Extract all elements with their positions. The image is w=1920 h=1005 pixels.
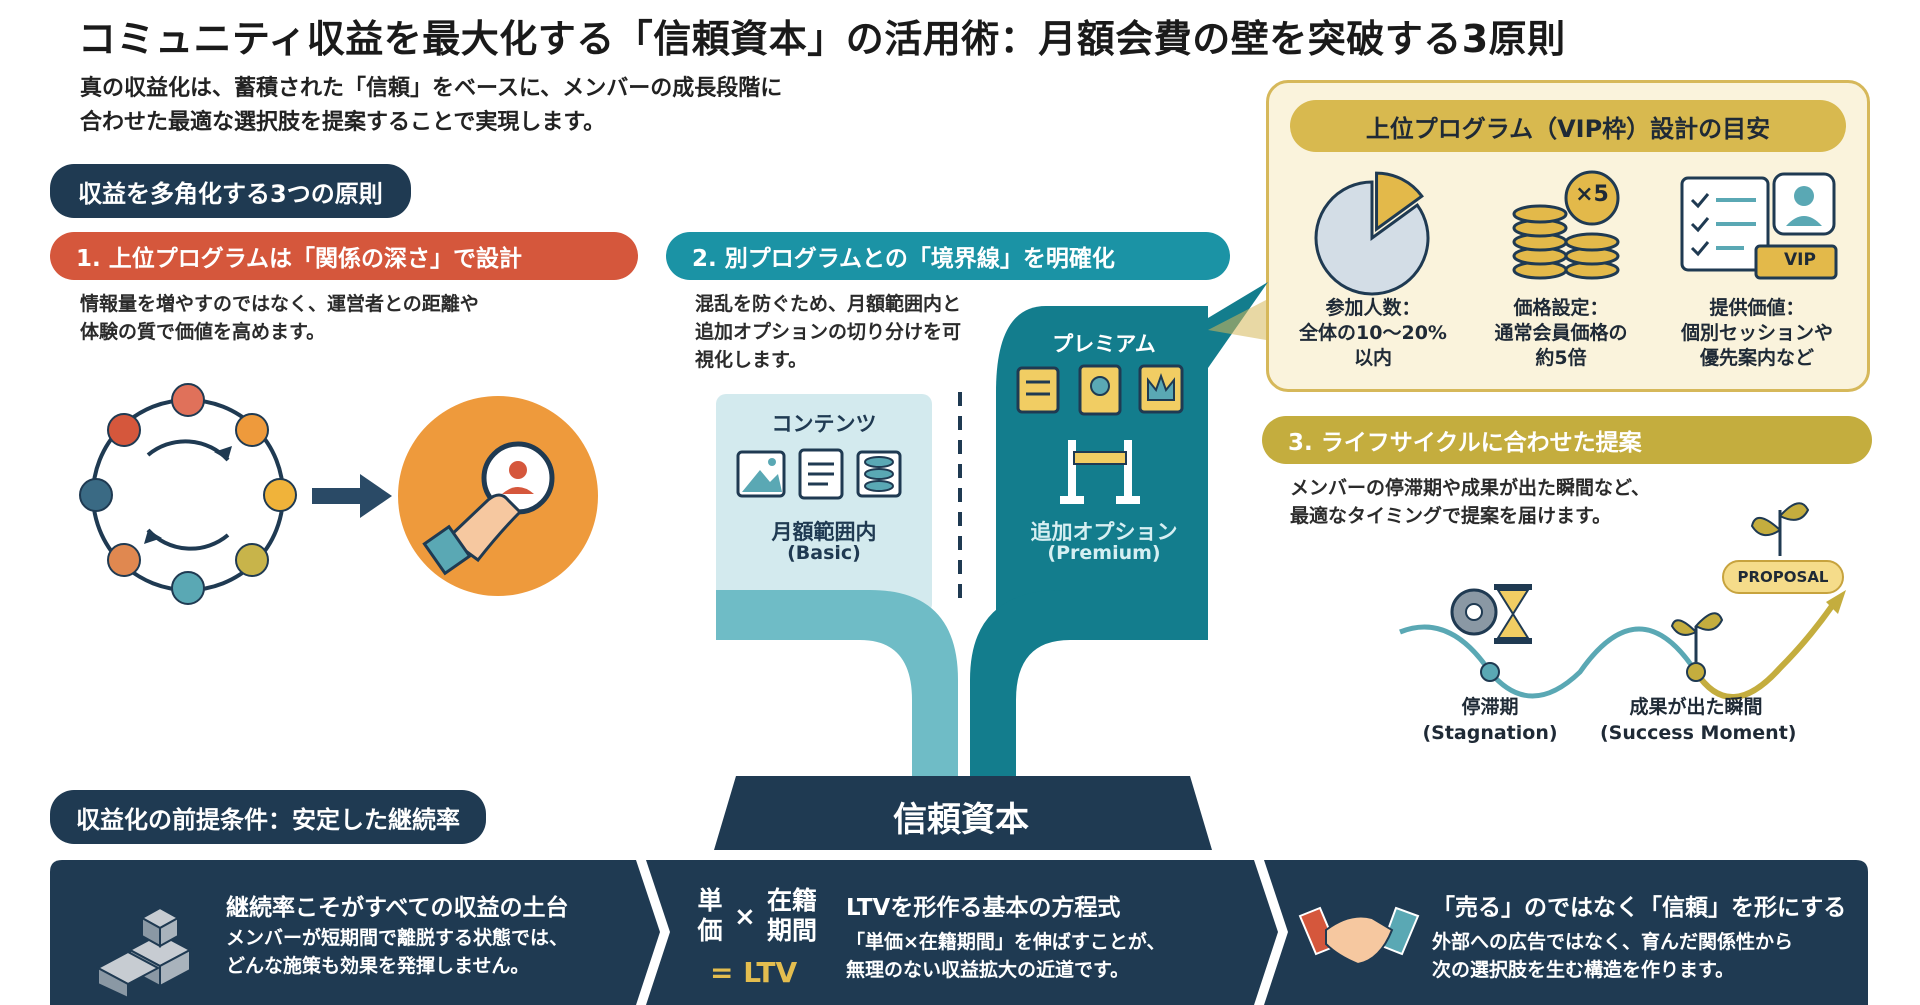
vip-line: 通常会員価格の [1494, 322, 1628, 344]
arrow-right-icon [312, 474, 392, 518]
vip-item-participants: 参加人数： 全体の10〜20% 以内 [1278, 296, 1468, 371]
intro-line: 真の収益化は、蓄積された「信頼」をベースに、メンバーの成長段階に [80, 76, 783, 101]
vip-line: 提供価値： [1709, 297, 1805, 319]
vip-badge: VIP [1784, 250, 1816, 270]
proposal-tag: PROPOSAL [1722, 560, 1844, 594]
trust-capital-base [714, 776, 1212, 850]
vip-item-price: 価格設定： 通常会員価格の 約5倍 [1468, 296, 1654, 371]
principle-1-desc: 情報量を増やすのではなく、運営者との距離や 体験の質で価値を高めます。 [80, 290, 479, 346]
eq-char: 価 [697, 916, 723, 945]
premium-document-icon [1016, 366, 1060, 414]
desc-line: 最適なタイミングで提案を届けます。 [1290, 505, 1612, 527]
band-line: 外部への広告ではなく、育んだ関係性から [1432, 931, 1794, 953]
member-ring-icon [79, 383, 297, 605]
vip-line: 全体の10〜20% [1299, 322, 1447, 344]
retention-body: メンバーが短期間で離脱する状態では、 どんな施策も効果を発揮しません。 [226, 924, 568, 980]
desc-line: 情報量を増やすのではなく、運営者との距離や [80, 293, 479, 315]
page-title: コミュニティ収益を最大化する「信頼資本」の活用術：月額会費の壁を突破する3原則 [78, 17, 1566, 61]
ltv-body: 「単価×在籍期間」を伸ばすことが、 無理のない収益拡大の近道です。 [846, 928, 1166, 984]
hourglass-icon [1494, 584, 1532, 644]
desc-line: 視化します。 [695, 349, 808, 371]
barrier-icon [1060, 440, 1140, 504]
basic-label: 月額範囲内 [771, 520, 877, 544]
eq-char: 在籍 [766, 886, 817, 915]
unit-price-label: 単 価 [692, 886, 728, 946]
sprout-icon [1670, 612, 1724, 662]
vip-line: 以内 [1353, 347, 1392, 369]
desc-line: 体験の質で価値を高めます。 [80, 321, 326, 343]
desc-line: 混乱を防ぐため、月額範囲内と [695, 293, 962, 315]
pie-slice-rest [1314, 180, 1430, 296]
desc-line: メンバーの停滞期や成果が出た瞬間など、 [1290, 477, 1651, 499]
premium-title: プレミアム [1052, 332, 1156, 356]
lifecycle-wave [1399, 590, 1846, 700]
bottom-band [50, 860, 1868, 1005]
vip-title: 上位プログラム（VIP枠）設計の目安 [1290, 100, 1846, 152]
ltv-title: LTVを形作る基本の方程式 [846, 895, 1121, 921]
principle-2-desc: 混乱を防ぐため、月額範囲内と 追加オプションの切り分けを可 視化します。 [695, 290, 961, 374]
band-line: 次の選択肢を生む構造を作ります。 [1432, 959, 1735, 981]
band-line: 「単価×在籍期間」を伸ばすことが、 [846, 931, 1166, 953]
times-symbol: × [734, 902, 756, 932]
life-line: (Success Moment) [1600, 722, 1797, 744]
premium-sub: (Premium) [1047, 542, 1161, 564]
ltv-result: = LTV [710, 956, 798, 989]
intro-line: 合わせた最適な選択肢を提案することで実現します。 [80, 110, 606, 135]
image-icon [736, 450, 786, 498]
crown-icon [1138, 364, 1184, 414]
principle-3-label: 3. ライフサイクルに合わせた提案 [1262, 416, 1872, 464]
desc-line: 追加オプションの切り分けを可 [695, 321, 962, 343]
multiplier-label: ×5 [1575, 182, 1609, 207]
coin-stack-icon [1512, 170, 1620, 280]
checklist-icon [1680, 176, 1770, 272]
vip-item-value: 提供価値： 個別セッションや 優先案内など [1662, 296, 1852, 371]
user-avatar-icon [1772, 172, 1836, 236]
principle-3-desc: メンバーの停滞期や成果が出た瞬間など、 最適なタイミングで提案を届けます。 [1290, 474, 1650, 530]
stagnation-label: 停滞期 (Stagnation) [1410, 694, 1570, 746]
retention-title: 継続率こそがすべての収益の土台 [226, 895, 569, 921]
trust-title: 「売る」のではなく「信頼」を形にする [1432, 895, 1847, 921]
gear-icon [1450, 588, 1498, 636]
success-label: 成果が出た瞬間 (Success Moment) [1600, 694, 1797, 746]
database-icon [856, 450, 902, 498]
tenure-label: 在籍 期間 [762, 886, 822, 946]
eq-char: 期間 [766, 916, 817, 945]
life-line: (Stagnation) [1422, 722, 1558, 744]
document-icon [798, 448, 844, 500]
pie-slice-vip [1375, 171, 1424, 233]
vip-line: 優先案内など [1699, 347, 1814, 369]
stacked-blocks-icon [95, 906, 193, 1000]
principle-2-label: 2. 別プログラムとの「境界線」を明確化 [666, 232, 1230, 280]
vip-line: 個別セッションや [1680, 322, 1833, 344]
vip-ticket-icon [1754, 244, 1838, 280]
basic-sub: (Basic) [787, 542, 861, 564]
principle-1-label: 1. 上位プログラムは「関係の深さ」で設計 [50, 232, 638, 280]
basic-panel [716, 394, 932, 614]
band-line: どんな施策も効果を発揮しません。 [226, 955, 530, 977]
handshake-icon [1298, 906, 1420, 966]
vip-line: 価格設定： [1513, 297, 1609, 319]
basic-title: コンテンツ [771, 412, 877, 436]
eq-char: 単 [697, 886, 723, 915]
section-label: 収益を多角化する3つの原則 [50, 164, 411, 218]
pie-chart-icon [1314, 171, 1430, 296]
life-line: 停滞期 [1461, 696, 1519, 718]
band-line: 無理のない収益拡大の近道です。 [846, 959, 1130, 981]
premise-label: 収益化の前提条件：安定した継続率 [50, 790, 486, 844]
hand-holding-member-icon [398, 396, 598, 596]
plant-icon [1750, 502, 1810, 556]
trust-body: 外部への広告ではなく、育んだ関係性から 次の選択肢を生む構造を作ります。 [1432, 928, 1793, 984]
band-line: メンバーが短期間で離脱する状態では、 [226, 927, 569, 949]
premium-label: 追加オプション [1030, 520, 1178, 544]
life-line: 成果が出た瞬間 [1629, 696, 1763, 718]
certificate-icon [1078, 364, 1122, 416]
vip-line: 約5倍 [1535, 347, 1587, 369]
trust-capital-label: 信頼資本 [893, 799, 1029, 840]
vip-line: 参加人数： [1325, 297, 1421, 319]
intro-text: 真の収益化は、蓄積された「信頼」をベースに、メンバーの成長段階に 合わせた最適な… [80, 72, 782, 140]
